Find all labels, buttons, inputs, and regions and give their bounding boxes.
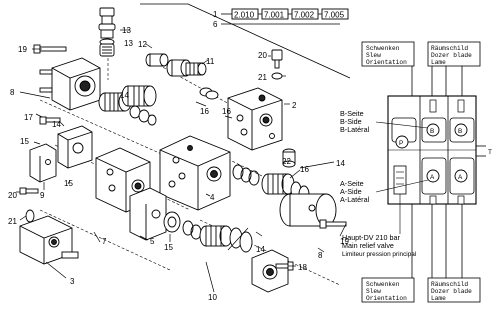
bottom-right-box-line3: Lame bbox=[431, 295, 446, 302]
callout-14-bottom: 14 bbox=[256, 245, 265, 254]
leader-lines bbox=[16, 29, 347, 293]
callout-14-left: 14 bbox=[52, 120, 61, 129]
top-right-box-line1: Räumschild bbox=[431, 45, 468, 52]
code-7001: 7.001 bbox=[264, 11, 285, 20]
part-13-fitting bbox=[98, 7, 116, 57]
callout-20-top: 20 bbox=[258, 51, 267, 60]
top-left-box-line2: Slew bbox=[366, 52, 381, 59]
port-b-left: B bbox=[430, 128, 434, 135]
part-15-bottom bbox=[163, 211, 181, 233]
callout-15-mid: 15 bbox=[64, 179, 73, 188]
callout-3: 3 bbox=[70, 277, 75, 286]
bottom-left-box-line1: Schwenken bbox=[366, 281, 400, 288]
callout-20-left: 20 bbox=[8, 191, 17, 200]
code-7005: 7.005 bbox=[324, 11, 345, 20]
part-5-section bbox=[129, 187, 167, 241]
part-12-plug bbox=[145, 53, 169, 67]
part-15-plate-left bbox=[57, 125, 93, 169]
callout-19-right: 19 bbox=[340, 237, 349, 246]
callout-8-left: 8 bbox=[10, 88, 15, 97]
main-valve-section bbox=[159, 135, 231, 211]
top-right-box-line3: Lame bbox=[431, 59, 446, 66]
port-a-left: A bbox=[430, 174, 435, 181]
part-14-spool-upper bbox=[98, 92, 157, 126]
part-11-cartridge bbox=[166, 59, 219, 100]
a-label-de: A-Seite bbox=[340, 179, 364, 188]
code-7002: 7.002 bbox=[294, 11, 315, 20]
part-22-sleeve bbox=[282, 148, 296, 168]
callout-9: 9 bbox=[40, 191, 45, 200]
callout-22: 22 bbox=[282, 157, 291, 166]
bottom-left-box-line2: Slew bbox=[366, 288, 381, 295]
top-left-box-line1: Schwenken bbox=[366, 45, 400, 52]
code-2010: 2.010 bbox=[234, 11, 255, 20]
relief-label-en: Main relief valve bbox=[342, 241, 394, 250]
b-label-de: B-Seite bbox=[340, 109, 364, 118]
part-16-bottom bbox=[182, 220, 202, 240]
callout-8-bottom: 8 bbox=[318, 251, 323, 260]
relief-label-de: Haupt-DV 210 bar bbox=[342, 233, 401, 242]
callout-14-right: 14 bbox=[336, 159, 345, 168]
part-14-spool-mid bbox=[121, 85, 157, 107]
part-10-cylinder bbox=[279, 193, 337, 227]
callout-10: 10 bbox=[208, 293, 217, 302]
bottom-right-box-line1: Räumschild bbox=[431, 281, 468, 288]
callout-18: 18 bbox=[298, 263, 307, 272]
port-t-label: T bbox=[488, 149, 492, 156]
hydraulic-schematic: Schwenken Slew Orientation Räumschild Do… bbox=[340, 41, 492, 303]
callout-21-left: 21 bbox=[8, 217, 17, 226]
port-a-right: A bbox=[458, 174, 463, 181]
callout-16-top-b: 16 bbox=[222, 107, 231, 116]
part-8-block bbox=[39, 57, 101, 111]
part-9-block bbox=[29, 143, 57, 183]
part-17-screw bbox=[39, 116, 61, 125]
part-16-rings bbox=[232, 164, 260, 186]
a-label-en: A-Side bbox=[340, 187, 362, 196]
callout-16-top: 16 bbox=[200, 107, 209, 116]
b-label-fr: B-Latéral bbox=[340, 125, 370, 134]
callout-13b: 13 bbox=[124, 39, 133, 48]
part-code-header: 1 2.010 7.001 7.002 7.005 6 bbox=[140, 3, 351, 79]
bottom-left-box-line3: Orientation bbox=[366, 295, 407, 302]
callout-13: 13 bbox=[122, 26, 131, 35]
callout-11: 11 bbox=[206, 57, 215, 66]
callout-16-right: 16 bbox=[300, 165, 309, 174]
callout-7: 7 bbox=[102, 237, 107, 246]
top-right-box-line2: Dozer blade bbox=[431, 52, 472, 59]
port-b-right: B bbox=[458, 128, 462, 135]
callout-21-top: 21 bbox=[258, 73, 267, 82]
relief-label-fr: Limiteur pression principal bbox=[342, 251, 416, 258]
callout-4: 4 bbox=[210, 193, 215, 202]
callout-15-bottom: 15 bbox=[164, 243, 173, 252]
part-20-21-fastener bbox=[271, 49, 283, 80]
a-label-fr: A-Latéral bbox=[340, 195, 370, 204]
callout-19-top: 19 bbox=[18, 45, 27, 54]
callout-14-upper: 14 bbox=[120, 91, 129, 100]
b-label-en: B-Side bbox=[340, 117, 362, 126]
part-18-cap bbox=[251, 249, 289, 293]
callout-5: 5 bbox=[150, 237, 155, 246]
callout-2: 2 bbox=[292, 101, 297, 110]
index-6: 6 bbox=[213, 20, 218, 29]
port-p-label: P bbox=[399, 140, 403, 147]
index-1: 1 bbox=[213, 10, 218, 19]
top-left-box-line3: Orientation bbox=[366, 59, 407, 66]
callout-numbers: 13 13 19 8 12 11 16 16 20 21 2 14 17 14 … bbox=[8, 26, 349, 302]
callout-15-left: 15 bbox=[20, 137, 29, 146]
part-14-spool-bottom bbox=[199, 225, 253, 253]
part-2-end-block bbox=[227, 87, 283, 151]
part-3-bracket bbox=[19, 215, 79, 265]
part-20-21-left bbox=[19, 187, 39, 223]
callout-12: 12 bbox=[138, 40, 147, 49]
callout-17: 17 bbox=[24, 113, 33, 122]
bottom-right-box-line2: Dozer blade bbox=[431, 288, 472, 295]
